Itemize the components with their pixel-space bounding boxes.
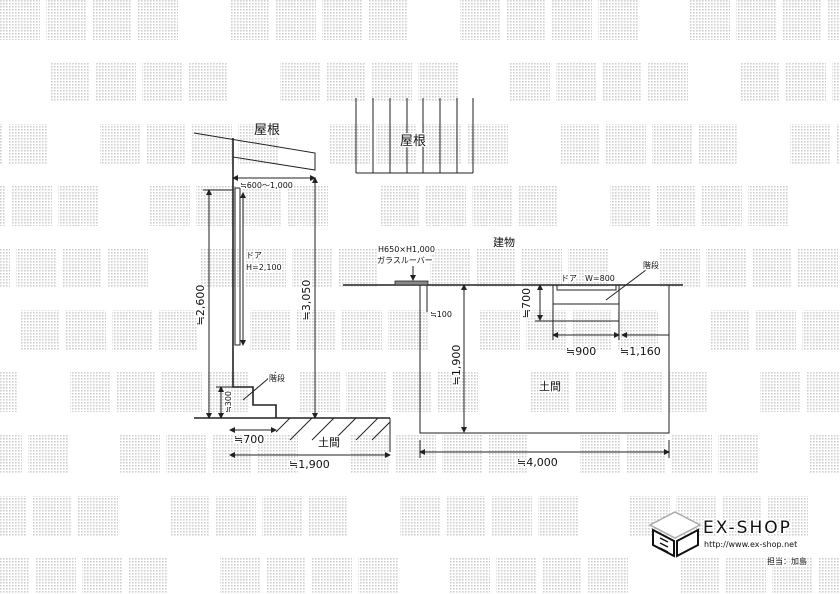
watermark-mark	[0, 186, 98, 226]
watermark-mark	[220, 558, 398, 594]
overhang-dim-text: ≒600～1,000	[240, 181, 293, 190]
stairs-leader	[605, 269, 647, 301]
watermark-mark	[200, 248, 378, 288]
watermark-mark	[0, 0, 178, 40]
floor-hatch	[275, 417, 391, 441]
watermark-mark	[480, 310, 658, 350]
watermark-mark	[760, 372, 840, 412]
plan-view: 建物 H650×H1,000 ガラスルーバー ≒100 ≒1,900 ドア W=…	[343, 234, 683, 471]
watermark-mark	[350, 434, 528, 474]
watermark-mark	[810, 434, 840, 474]
height-2600-text: ≒2,600	[194, 285, 207, 326]
watermark-mark	[70, 372, 248, 412]
watermark-mark	[300, 372, 478, 412]
stairs-depth-text: ≒700	[520, 288, 533, 318]
brand-name: EX-SHOP	[703, 518, 792, 538]
watermark-mark	[250, 310, 428, 350]
watermark-mark	[740, 62, 840, 102]
watermark-mark	[460, 0, 638, 40]
watermark-mark	[0, 248, 148, 288]
watermark-mark	[0, 496, 118, 536]
watermark-mark	[50, 62, 228, 102]
stairs-width-text: ≒900	[566, 345, 596, 358]
watermark-mark	[380, 186, 558, 226]
watermark-mark	[580, 434, 758, 474]
watermark-mark	[530, 372, 708, 412]
depth-dim-text: ≒1,900	[289, 458, 330, 471]
stairs-label: 階段	[643, 260, 659, 270]
person-in-charge: 担当：加島	[767, 556, 807, 566]
step-width-text: ≒700	[234, 433, 264, 446]
watermark-mark	[330, 124, 508, 164]
watermark-mark	[400, 496, 578, 536]
door-label: ドア	[246, 251, 262, 260]
ex-shop-logo	[648, 511, 702, 558]
watermark-mark	[100, 124, 278, 164]
height-3050-text: ≒3,050	[300, 280, 313, 321]
floor-outline	[419, 285, 670, 434]
louver-label: ガラスルーバー	[377, 255, 433, 265]
door-height-text: H=2,100	[246, 263, 282, 272]
glass-louver	[394, 280, 429, 286]
offset-dim-text: ≒100	[430, 310, 452, 319]
step-height-text: ≒300	[224, 391, 233, 413]
floor-label: 土間	[318, 436, 340, 449]
side-view: 屋根 ≒600～1,000 ドア H=2,100 ≒2,600 ≒3,050 階…	[193, 122, 391, 473]
watermark-mark	[630, 496, 808, 536]
brand-url[interactable]: http://www.ex-shop.net	[703, 539, 799, 551]
watermark-mark	[510, 62, 688, 102]
right-dim-text: ≒1,160	[620, 345, 661, 358]
watermark-mark	[120, 434, 298, 474]
door-plan	[556, 284, 617, 291]
watermark-mark	[0, 434, 68, 474]
watermark-mark	[560, 124, 738, 164]
watermark-mark	[450, 558, 628, 594]
watermark-mark	[0, 372, 18, 412]
building-label: 建物	[493, 235, 515, 249]
stairs-label: 階段	[269, 373, 285, 383]
watermark-mark	[790, 124, 840, 164]
watermark-mark	[280, 62, 458, 102]
floor-label: 土間	[539, 380, 561, 393]
watermark-mark	[0, 124, 48, 164]
watermark-mark	[690, 0, 840, 40]
roof-plan-label: 屋根	[400, 134, 426, 149]
width-dim-text: ≒4,000	[517, 456, 558, 469]
roof-plan	[355, 98, 474, 174]
watermark-mark	[680, 558, 840, 594]
watermark-mark	[230, 0, 408, 40]
roof-label: 屋根	[254, 123, 280, 138]
watermark-mark	[430, 248, 608, 288]
watermark-mark	[710, 310, 840, 350]
watermark-mark	[660, 248, 838, 288]
watermark-mark	[0, 558, 168, 594]
watermark-mark	[150, 186, 328, 226]
watermark-mark	[170, 496, 348, 536]
watermark-mark	[20, 310, 198, 350]
louver-size-text: H650×H1,000	[378, 245, 435, 254]
stairs-leader	[242, 371, 277, 401]
depth-dim-text: ≒1,900	[450, 345, 463, 386]
watermark-mark	[610, 186, 788, 226]
wall-and-steps	[232, 138, 277, 418]
door-width-text: ドア W=800	[561, 274, 615, 283]
